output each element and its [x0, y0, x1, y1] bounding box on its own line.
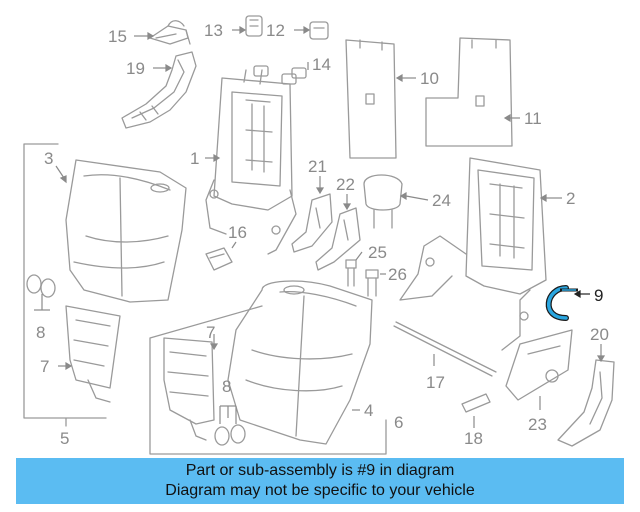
- banner-line-1: Part or sub-assembly is #9 in diagram: [185, 462, 455, 479]
- part-4-seat-cushion[interactable]: [227, 280, 373, 445]
- part-7-heater-panel-left[interactable]: [65, 305, 121, 403]
- callout-20: 20: [590, 325, 609, 344]
- callout-1: 1: [190, 149, 199, 168]
- callout-8-upper: 8: [36, 323, 45, 342]
- callout-4: 4: [364, 401, 373, 420]
- callout-2: 2: [566, 189, 575, 208]
- callout-7-lower: 7: [206, 323, 215, 342]
- part-18-clip[interactable]: [461, 393, 491, 413]
- part-23-trim-panel[interactable]: [505, 329, 573, 401]
- callout-3: 3: [44, 149, 53, 168]
- info-banner: Part or sub-assembly is #9 in diagram Di…: [16, 458, 624, 504]
- part-10-back-board[interactable]: [345, 39, 397, 159]
- part-25-guide[interactable]: [345, 259, 357, 287]
- callout-21: 21: [308, 157, 327, 176]
- group-frame-lower: [149, 305, 387, 455]
- part-12-cap[interactable]: [309, 21, 329, 40]
- part-16-bracket[interactable]: [205, 247, 233, 271]
- callout-5: 5: [60, 429, 69, 448]
- part-2-seat-back-frame[interactable]: [399, 157, 547, 351]
- callout-19: 19: [126, 59, 145, 78]
- callout-16: 16: [228, 223, 247, 242]
- part-15-clip[interactable]: [149, 20, 191, 45]
- callout-10: 10: [420, 69, 439, 88]
- callout-15: 15: [108, 27, 127, 46]
- callout-22: 22: [336, 175, 355, 194]
- part-9-highlighted[interactable]: [545, 285, 578, 321]
- callout-12: 12: [266, 21, 285, 40]
- part-3-seat-back-cushion[interactable]: [65, 159, 187, 303]
- part-17-rod[interactable]: [393, 321, 497, 377]
- part-24-headrest[interactable]: [363, 174, 403, 229]
- callout-7-left: 7: [40, 357, 49, 376]
- callout-24: 24: [432, 191, 451, 210]
- part-7-heater-panel-lower[interactable]: [163, 337, 215, 441]
- callout-25: 25: [368, 243, 387, 262]
- callout-23: 23: [528, 415, 547, 434]
- callout-17: 17: [426, 373, 445, 392]
- callout-8-lower: 8: [222, 377, 231, 396]
- banner-line-2: Diagram may not be specific to your vehi…: [165, 482, 475, 499]
- leader-line-part-9: [573, 289, 590, 299]
- leader-lines: [34, 25, 606, 428]
- group-frame-left: [23, 143, 107, 427]
- part-8-caps-upper[interactable]: [26, 274, 56, 298]
- part-1-seat-back-frame[interactable]: [205, 69, 297, 255]
- part-26-guide[interactable]: [365, 269, 379, 297]
- part-21-hinge-cover[interactable]: [291, 193, 333, 253]
- part-13-cap[interactable]: [245, 15, 263, 37]
- callout-9: 9: [594, 286, 603, 305]
- part-8-caps-lower[interactable]: [214, 424, 246, 446]
- callout-13: 13: [204, 21, 223, 40]
- callout-14: 14: [312, 55, 331, 74]
- part-20-side-trim[interactable]: [557, 359, 615, 447]
- part-22-hinge-cover[interactable]: [315, 207, 361, 271]
- part-19-trim[interactable]: [121, 51, 197, 129]
- callout-26: 26: [388, 265, 407, 284]
- callout-11: 11: [524, 109, 542, 128]
- callout-6: 6: [394, 413, 403, 432]
- part-11-back-board[interactable]: [425, 37, 513, 147]
- callout-18: 18: [464, 429, 483, 448]
- parts-diagram: 15 13 12 19 14 10 11 3 1 21 22 24 2 16 2…: [23, 15, 615, 455]
